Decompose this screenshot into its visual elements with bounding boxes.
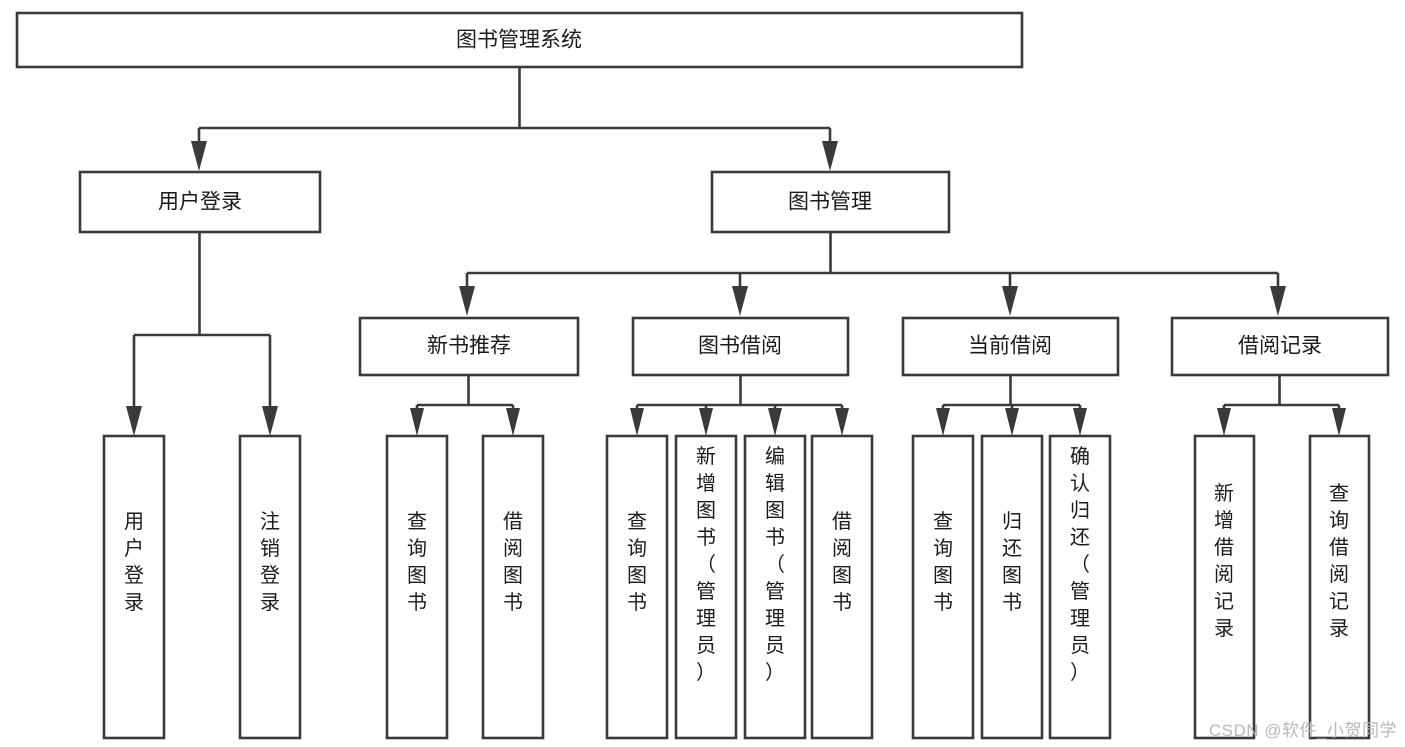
leaf-query-book-2-label: 查询图书 xyxy=(627,510,647,614)
arrow-to-new-book-recommend xyxy=(459,286,475,316)
leaf-user-login[interactable]: 用户登录 xyxy=(102,434,166,740)
node-new-book-recommend-box[interactable] xyxy=(358,316,580,377)
leaf-user-login-label: 用户登录 xyxy=(124,511,144,614)
arrow-to-leaf-query-book-2 xyxy=(630,408,644,436)
arrow-to-leaf-return-book xyxy=(1005,408,1019,436)
leaf-query-book-3[interactable]: 查询图书 xyxy=(911,434,975,740)
leaf-add-book-box[interactable] xyxy=(674,434,738,740)
leaf-borrow-book-1[interactable]: 借阅图书 xyxy=(481,434,545,740)
connector-group-root xyxy=(191,67,838,171)
leaf-borrow-book-1-box[interactable] xyxy=(481,434,545,740)
node-current-borrow[interactable]: 当前借阅 xyxy=(901,316,1120,377)
leaf-query-book-3-label: 查询图书 xyxy=(933,510,953,614)
leaf-query-record[interactable]: 查询借阅记录 xyxy=(1308,434,1371,740)
leaf-return-book-box[interactable] xyxy=(980,434,1044,740)
node-current-borrow-label: 当前借阅 xyxy=(968,335,1052,358)
arrow-to-leaf-logout-login xyxy=(262,406,278,436)
node-new-book-recommend-label: 新书推荐 xyxy=(427,335,511,358)
arrow-to-book-manage xyxy=(822,141,838,171)
leaf-borrow-book-2-box[interactable] xyxy=(810,434,874,740)
node-root[interactable]: 图书管理系统 xyxy=(15,11,1024,69)
arrow-to-leaf-query-book-3 xyxy=(936,408,950,436)
connector-group-book-manage xyxy=(459,232,1286,316)
arrow-to-leaf-add-record xyxy=(1217,408,1231,436)
connector-group-user-login xyxy=(126,232,278,436)
node-book-borrow[interactable]: 图书借阅 xyxy=(631,316,850,377)
node-book-manage-box[interactable] xyxy=(710,170,951,234)
leaf-edit-book-box[interactable] xyxy=(743,434,807,740)
node-root-box[interactable] xyxy=(15,11,1024,69)
node-current-borrow-box[interactable] xyxy=(901,316,1120,377)
node-user-login[interactable]: 用户登录 xyxy=(78,170,322,234)
leaf-query-book-1-label: 查询图书 xyxy=(407,510,427,614)
leaf-add-record-label: 新增借阅记录 xyxy=(1214,482,1234,640)
connector-group-current-borrow xyxy=(936,375,1087,436)
node-borrow-record-label: 借阅记录 xyxy=(1238,335,1322,358)
arrow-to-leaf-edit-book xyxy=(768,408,782,436)
leaf-logout-login[interactable]: 注销登录 xyxy=(238,434,302,740)
arrow-to-borrow-record xyxy=(1270,286,1286,316)
arrow-to-leaf-add-book xyxy=(699,408,713,436)
leaf-borrow-book-2-label: 借阅图书 xyxy=(832,510,852,614)
node-book-borrow-box[interactable] xyxy=(631,316,850,377)
connector-group-borrow-record xyxy=(1217,375,1346,436)
leaf-confirm-return-label: 确认归还（管理员） xyxy=(1070,445,1090,684)
connector-group-new-book-recommend xyxy=(410,375,520,436)
leaf-borrow-book-2[interactable]: 借阅图书 xyxy=(810,434,874,740)
leaf-query-book-2[interactable]: 查询图书 xyxy=(605,434,669,740)
node-user-login-box[interactable] xyxy=(78,170,322,234)
arrow-to-leaf-confirm-return xyxy=(1073,408,1087,436)
leaf-query-record-label: 查询借阅记录 xyxy=(1329,482,1349,640)
node-book-manage-label: 图书管理 xyxy=(788,191,872,214)
leaf-edit-book-label: 编辑图书（管理员） xyxy=(765,445,785,684)
node-book-manage[interactable]: 图书管理 xyxy=(710,170,951,234)
leaf-add-record-box[interactable] xyxy=(1193,434,1256,740)
leaf-logout-login-box[interactable] xyxy=(238,434,302,740)
connector-group-book-borrow xyxy=(630,375,849,436)
leaf-query-book-1[interactable]: 查询图书 xyxy=(385,434,449,740)
node-new-book-recommend[interactable]: 新书推荐 xyxy=(358,316,580,377)
arrow-to-leaf-borrow-book-2 xyxy=(835,408,849,436)
leaf-borrow-book-1-label: 借阅图书 xyxy=(503,510,523,614)
leaf-add-book[interactable]: 新增图书（管理员） xyxy=(674,434,738,740)
node-user-login-label: 用户登录 xyxy=(158,191,242,214)
leaf-add-book-label: 新增图书（管理员） xyxy=(696,445,716,684)
leaf-return-book[interactable]: 归还图书 xyxy=(980,434,1044,740)
node-borrow-record[interactable]: 借阅记录 xyxy=(1170,316,1390,377)
arrow-to-leaf-user-login xyxy=(126,406,142,436)
leaf-confirm-return[interactable]: 确认归还（管理员） xyxy=(1048,434,1112,740)
node-borrow-record-box[interactable] xyxy=(1170,316,1390,377)
arrow-to-current-borrow xyxy=(1002,286,1018,316)
node-root-label: 图书管理系统 xyxy=(456,29,582,52)
leaf-query-book-2-box[interactable] xyxy=(605,434,669,740)
arrow-to-book-borrow xyxy=(732,286,748,316)
leaf-confirm-return-box[interactable] xyxy=(1048,434,1112,740)
leaf-add-record[interactable]: 新增借阅记录 xyxy=(1193,434,1256,740)
leaf-edit-book[interactable]: 编辑图书（管理员） xyxy=(743,434,807,740)
leaf-return-book-label: 归还图书 xyxy=(1002,510,1022,614)
leaf-logout-login-label: 注销登录 xyxy=(260,510,280,614)
leaf-user-login-box[interactable] xyxy=(102,434,166,740)
arrow-to-leaf-borrow-book-1 xyxy=(506,408,520,436)
arrow-to-leaf-query-record xyxy=(1332,408,1346,436)
leaf-query-book-3-box[interactable] xyxy=(911,434,975,740)
leaf-query-book-1-box[interactable] xyxy=(385,434,449,740)
leaf-query-record-box[interactable] xyxy=(1308,434,1371,740)
node-book-borrow-label: 图书借阅 xyxy=(698,335,782,358)
arrow-to-user-login xyxy=(191,141,207,171)
arrow-to-leaf-query-book-1 xyxy=(410,408,424,436)
